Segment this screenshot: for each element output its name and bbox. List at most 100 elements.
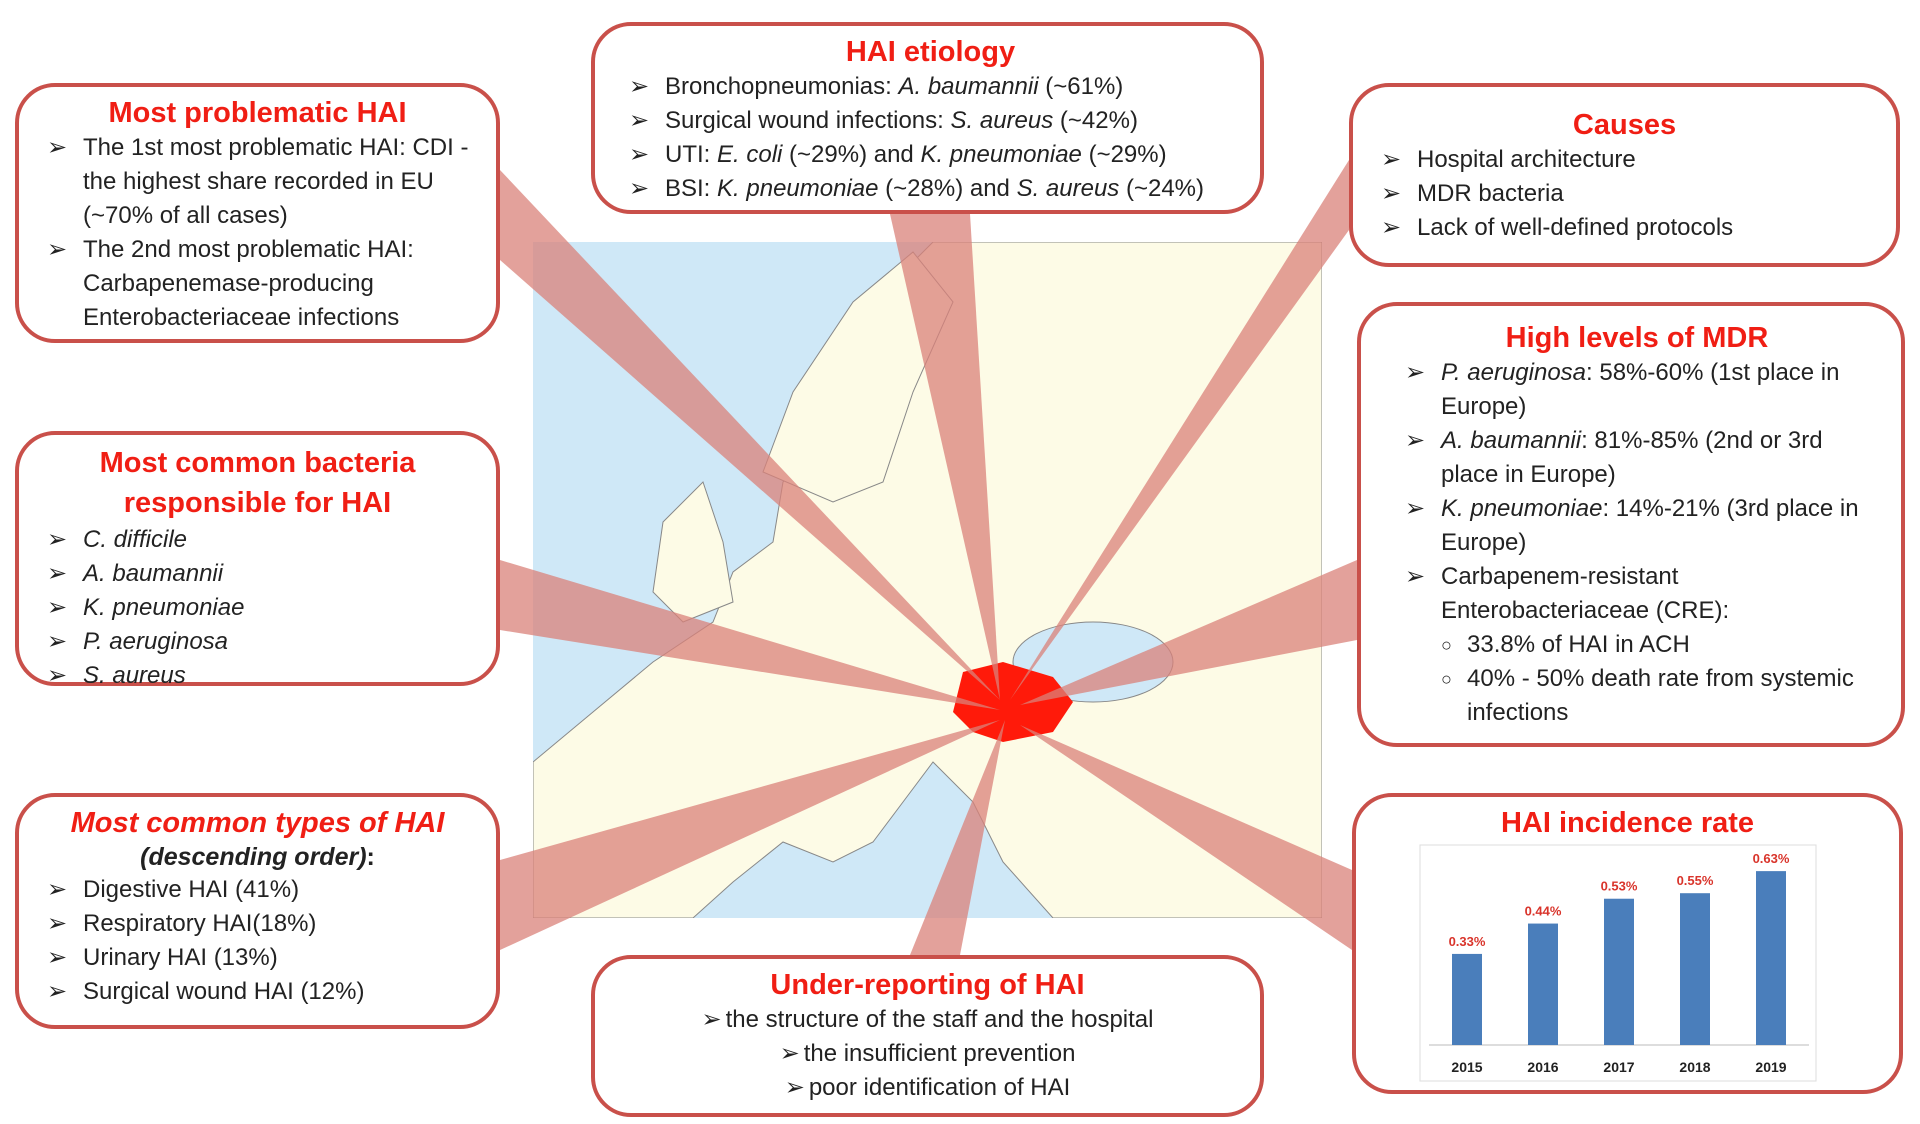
high-mdr-box: High levels of MDR P. aeruginosa: 58%-60… [1357,302,1905,747]
list-item: P. aeruginosa: 58%-60% (1st place in Eur… [1403,356,1871,424]
list-item: C. difficile [45,523,470,557]
list-item: The 2nd most problematic HAI: Carbapenem… [45,233,470,335]
list-item: P. aeruginosa [45,625,470,659]
list-item: Bronchopneumonias: A. baumannii (~61%) [627,70,1234,104]
subtitle-text: (descending order) [140,843,367,871]
list-item: Digestive HAI (41%) [45,873,470,907]
box-subtitle: (descending order): [45,841,470,873]
text: Bronchopneumonias: [665,73,899,100]
x-tick-label: 2016 [1527,1059,1558,1075]
box-title: Under-reporting of HAI [770,969,1085,1001]
bar-2015 [1452,953,1482,1045]
box-title: Most common types of HAI [70,807,445,839]
text: (~61%) [1038,73,1124,100]
hai-etiology-box: HAI etiology Bronchopneumonias: A. bauma… [591,22,1264,214]
data-label: 0.63% [1753,851,1790,866]
x-tick-label: 2018 [1679,1059,1710,1075]
list-item: A. baumannii [45,557,470,591]
species: A. baumannii [1441,427,1582,454]
incidence-bar-chart: 0.33% 2015 0.44% 2016 0.53% 2017 0.55% 2018 0.63… [1419,844,1817,1082]
list-item: Surgical wound HAI (12%) [45,975,470,1009]
list-item: MDR bacteria [1379,177,1870,211]
x-tick-label: 2019 [1755,1059,1786,1075]
list-item: K. pneumoniae: 14%-21% (3rd place in Eur… [1403,492,1871,560]
list-item: the insufficient prevention [621,1037,1234,1071]
bar-2016 [1528,923,1558,1045]
species: P. aeruginosa [83,628,229,655]
bar-2018 [1680,893,1710,1045]
causes-box: Causes Hospital architectureMDR bacteria… [1349,83,1900,267]
species: C. difficile [83,526,188,553]
common-types-box: Most common types of HAI (descending ord… [15,793,500,1029]
data-label: 0.44% [1525,904,1562,919]
beam-types [500,720,1000,950]
beam-incidence [1020,725,1352,950]
species: E. coli [717,141,783,168]
box-title: HAI etiology [845,36,1016,68]
text: (~29%) [1081,141,1167,168]
land-britain [652,481,734,623]
text: BSI: [665,175,718,202]
list-item: poor identification of HAI [621,1071,1234,1105]
species: S. aureus [83,662,186,689]
beam-problematic [500,170,1000,700]
x-tick-label: 2015 [1451,1059,1482,1075]
beam-bacteria [500,560,1000,710]
data-label: 0.33% [1449,934,1486,949]
box-title: Most common bacteria responsible for HAI [99,447,416,519]
species: A. baumannii [898,73,1039,100]
bar-2017 [1604,898,1634,1045]
text: UTI: [665,141,717,168]
list-item: The 1st most problematic HAI: CDI - the … [45,131,470,233]
list-item: Hospital architecture [1379,143,1870,177]
list-item: Lack of well-defined protocols [1379,211,1870,245]
sub-list-item: 33.8% of HAI in ACH [1403,628,1871,662]
list-item: A. baumannii: 81%-85% (2nd or 3rd place … [1403,424,1871,492]
subtitle-colon: : [366,843,375,871]
x-tick-label: 2017 [1603,1059,1634,1075]
data-label: 0.53% [1601,879,1638,894]
list-item: Carbapenem-resistant Enterobacteriaceae … [1403,560,1871,628]
box-title: Most problematic HAI [108,97,407,129]
beam-underreporting [910,720,1005,955]
most-problematic-hai-box: Most problematic HAI The 1st most proble… [15,83,500,343]
text: (~28%) and [878,175,1017,202]
chart-title: HAI incidence rate [1500,807,1755,839]
beam-mdr [1020,560,1357,705]
box-title: High levels of MDR [1505,322,1769,354]
data-label: 0.55% [1677,873,1714,888]
list-item: the structure of the staff and the hospi… [621,1003,1234,1037]
species: K. pneumoniae [920,141,1082,168]
land-mainland [533,242,1322,918]
text: (~42%) [1053,107,1138,134]
text: (~24%) [1119,175,1205,202]
text: Surgical wound infections: [665,107,951,134]
species: S. aureus [1016,175,1120,202]
incidence-rate-box: HAI incidence rate 0.33% 2015 0.44% 2016 0.5… [1352,793,1903,1094]
species: S. aureus [950,107,1054,134]
box-title: Causes [1572,109,1677,141]
common-bacteria-box: Most common bacteria responsible for HAI… [15,431,500,693]
sub-list-item: 40% - 50% death rate from systemic infec… [1403,662,1871,730]
list-item: Urinary HAI (13%) [45,941,470,975]
text: (~29%) and [782,141,921,168]
species: K. pneumoniae [717,175,879,202]
list-item: UTI: E. coli (~29%) and K. pneumoniae (~… [627,138,1234,172]
under-reporting-box: Under-reporting of HAI the structure of … [591,955,1264,1117]
beam-etiology [890,214,1000,700]
text: : 58%-60% (1st place in Europe) [1441,359,1840,420]
bar-2019 [1756,871,1786,1045]
list-item: Surgical wound infections: S. aureus (~4… [627,104,1234,138]
text: : 14%-21% (3rd place in Europe) [1441,495,1859,556]
list-item: Respiratory HAI(18%) [45,907,470,941]
species: A. baumannii [83,560,224,587]
beam-causes [1010,160,1349,700]
list-item: K. pneumoniae [45,591,470,625]
list-item: BSI: K. pneumoniae (~28%) and S. aureus … [627,172,1234,206]
species: P. aeruginosa [1441,359,1587,386]
species: K. pneumoniae [1441,495,1603,522]
text: : 81%-85% (2nd or 3rd place in Europe) [1441,427,1823,488]
species: K. pneumoniae [83,594,245,621]
list-item: S. aureus [45,659,470,693]
